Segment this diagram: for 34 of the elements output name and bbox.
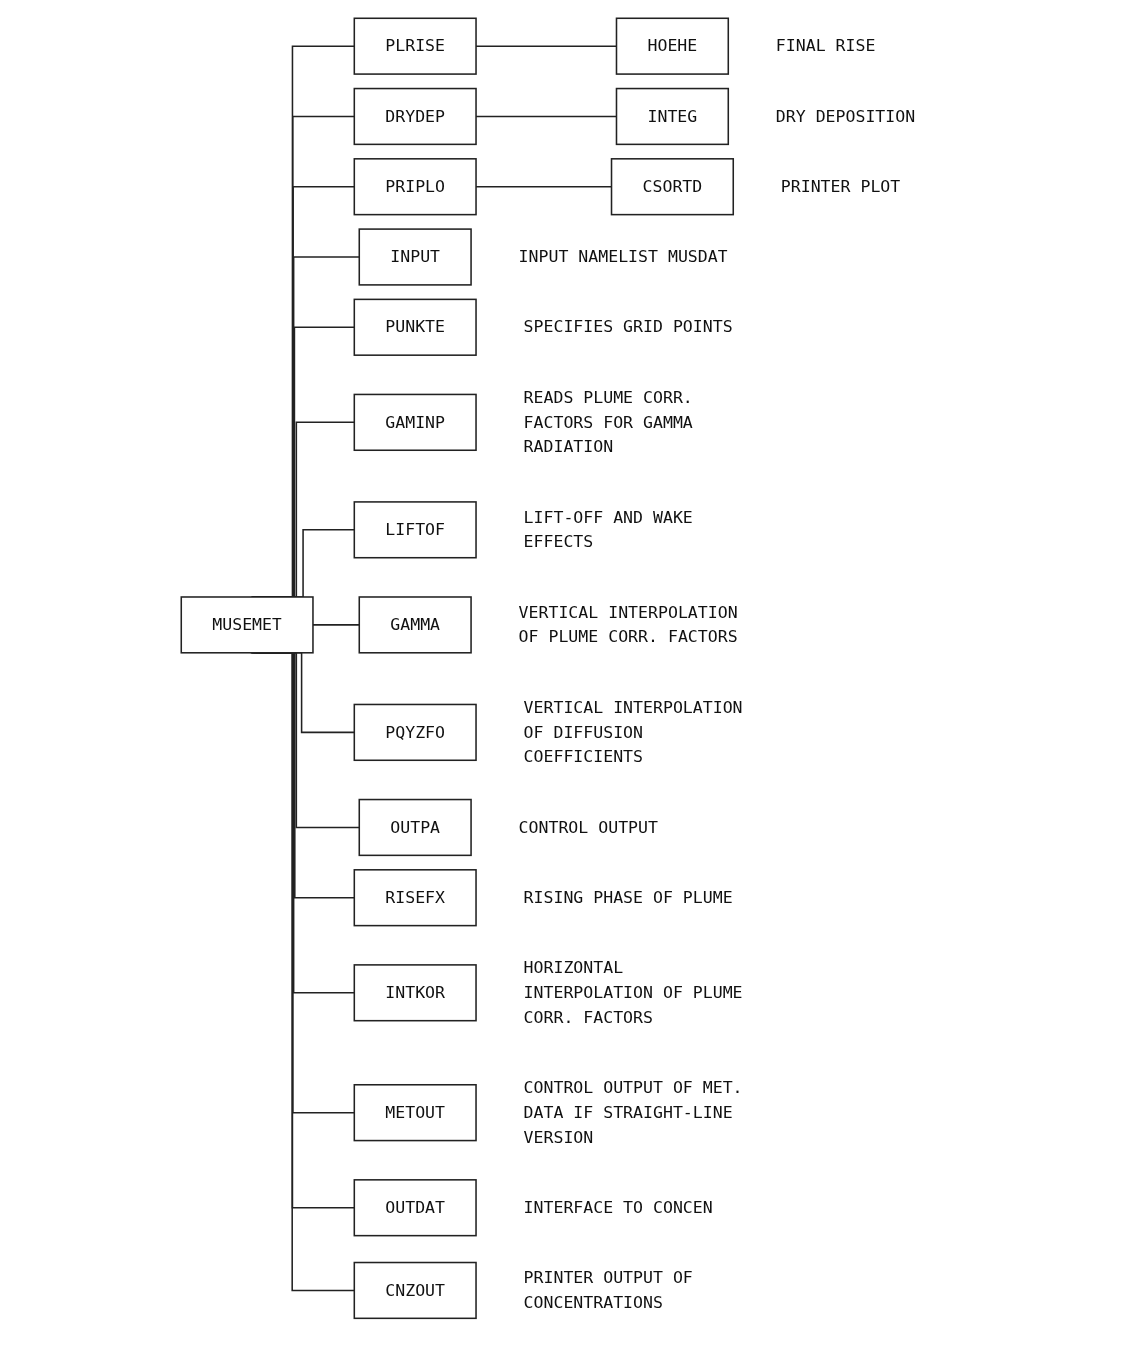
- node-box: PLRISE: [353, 17, 478, 75]
- node-label: VERTICAL INTERPOLATION OF PLUME CORR. FACTORS: [518, 602, 738, 647]
- node-label: CONTROL OUTPUT OF MET. DATA IF STRAIGHT-LINE VERSION: [523, 1077, 743, 1147]
- node-label: LIFT-OFF AND WAKE EFFECTS: [523, 507, 694, 552]
- node-box: INPUT: [358, 228, 473, 286]
- node-label: PRINTER PLOT: [781, 176, 901, 197]
- node-box: PQYZFO: [353, 703, 478, 762]
- node-box: DRYDEP: [353, 87, 478, 146]
- node-box: PRIPLO: [353, 158, 478, 216]
- node-label: PRINTER OUTPUT OF CONCENTRATIONS: [523, 1267, 694, 1313]
- node-label: DRY DEPOSITION: [776, 106, 916, 126]
- node-box: CSORTD: [611, 158, 735, 216]
- node-label: INPUT NAMELIST MUSDAT: [518, 246, 728, 267]
- node-box: GAMINP: [353, 393, 478, 452]
- node-box: GAMMA: [358, 596, 473, 654]
- node-box: HOEHE: [616, 17, 730, 75]
- node-label: RISING PHASE OF PLUME: [523, 887, 733, 908]
- node-box: LIFTOF: [353, 501, 478, 559]
- node-box: METOUT: [353, 1084, 478, 1142]
- node-label: FINAL RISE: [776, 35, 876, 56]
- node-label: CONTROL OUTPUT: [518, 817, 659, 837]
- node-box: INTEG: [616, 87, 730, 146]
- node-label: READS PLUME CORR. FACTORS FOR GAMMA RADIATION: [523, 387, 694, 457]
- node-box: RISEFX: [353, 869, 478, 927]
- node-box: OUTPA: [358, 798, 473, 857]
- node-box: PUNKTE: [353, 298, 478, 356]
- node-box: INTKOR: [353, 964, 478, 1022]
- node-box: MUSEMET: [180, 596, 314, 654]
- node-box: OUTDAT: [353, 1179, 478, 1237]
- node-box: CNZOUT: [353, 1261, 478, 1320]
- node-label: HORIZONTAL INTERPOLATION OF PLUME CORR. FACTORS: [523, 957, 743, 1027]
- node-label: VERTICAL INTERPOLATION OF DIFFUSION COEFFICIENTS: [523, 697, 743, 767]
- node-label: SPECIFIES GRID POINTS: [523, 316, 733, 337]
- node-label: INTERFACE TO CONCEN: [523, 1197, 713, 1218]
